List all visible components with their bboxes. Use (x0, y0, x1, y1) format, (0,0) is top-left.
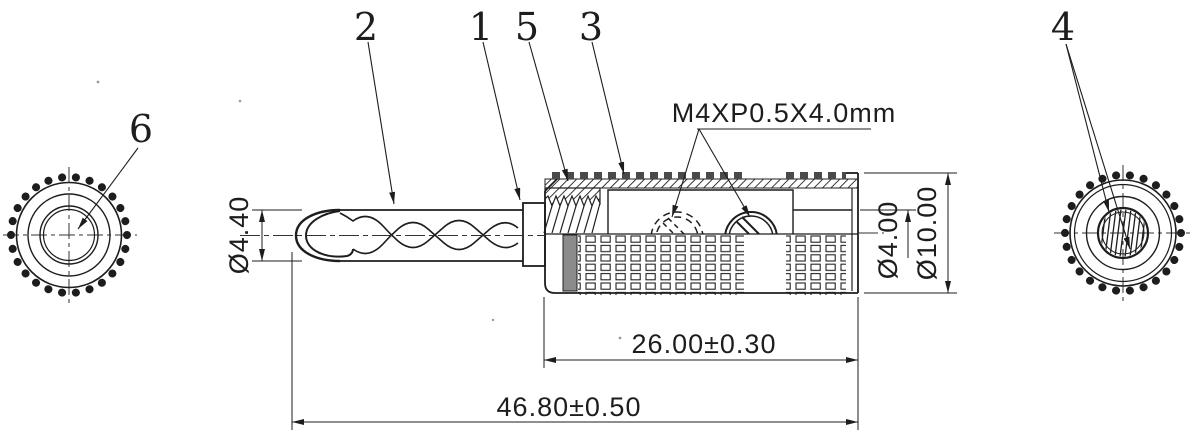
callout-4: 4 (1051, 5, 1075, 49)
dim-pin-diameter-text: Ø4.40 (224, 196, 254, 275)
side-view (240, 172, 884, 295)
left-view-centerlines (3, 167, 137, 303)
rear-threaded-hole (1096, 206, 1150, 260)
right-end-view (1054, 165, 1191, 301)
spring-contact-strand-1 (339, 212, 519, 249)
leader-callout-3 (591, 41, 625, 175)
dim-pin-diameter-lines (252, 209, 302, 262)
internal-cavity (545, 189, 858, 235)
side-view-centerline (240, 232, 884, 236)
leader-callout-4-a (1065, 43, 1110, 213)
body-knurl (562, 234, 846, 295)
leader-callout-2 (367, 41, 396, 205)
dim-body-length-text: 26.00±0.30 (632, 329, 777, 359)
marker-band (562, 234, 578, 292)
leader-thread-spec-left (671, 128, 700, 218)
leader-thread-spec-right (698, 128, 751, 218)
pin-collar (522, 202, 546, 267)
thread-section (543, 187, 601, 234)
left-end-view (3, 167, 137, 303)
scan-speckles (96, 80, 622, 340)
left-knurl-bumps (7, 173, 131, 297)
dim-body-length-lines (543, 297, 859, 430)
leader-lines (77, 41, 1131, 250)
dim-thread-spec-text: M4XP0.5X4.0mm (672, 98, 897, 128)
dim-rear-bore-text: Ø4.00 (873, 201, 903, 280)
spring-contact-strand-2 (352, 221, 519, 255)
right-knurl-bumps (1061, 171, 1185, 295)
dim-rear-bore-lines (860, 209, 916, 258)
dim-body-diameter-text: Ø10.00 (912, 186, 942, 281)
dimension-lines (252, 128, 957, 430)
dim-overall-length-text: 46.80±0.50 (497, 392, 642, 422)
leader-callout-1 (482, 41, 521, 201)
dim-overall-length-lines (291, 252, 858, 430)
leader-callout-6 (77, 147, 139, 230)
callout-1: 1 (469, 5, 493, 49)
leader-callout-5 (528, 41, 569, 182)
callout-5: 5 (515, 5, 539, 49)
banana-pin (294, 208, 523, 263)
callout-3: 3 (579, 5, 603, 49)
leader-callout-4-b (1065, 43, 1131, 250)
annotation-text: 2 1 5 3 4 6 M4XP0.5X4.0mm 26.00±0.30 46.… (129, 5, 1075, 422)
set-screw-visible (724, 211, 778, 234)
dim-body-diameter-lines (864, 172, 957, 294)
top-section-wall (544, 172, 859, 189)
callout-6: 6 (129, 107, 153, 151)
callout-2: 2 (354, 5, 378, 49)
